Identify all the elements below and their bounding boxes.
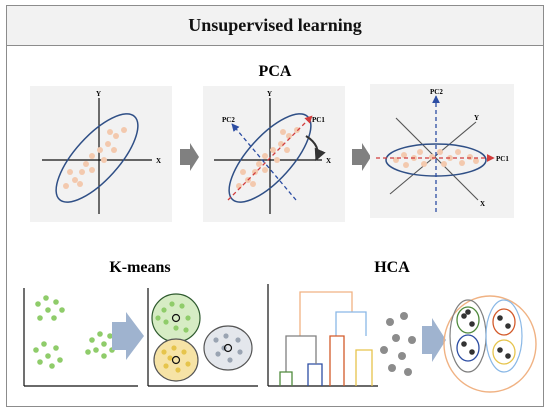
cluster-green-leaf — [456, 306, 480, 334]
pca2-pc1-label: PC1 — [312, 116, 325, 124]
cluster-lightblue-group — [485, 299, 523, 373]
cluster-navy-leaf — [456, 334, 480, 362]
pca-panel-projected: X Y PC1 PC2 — [370, 84, 514, 218]
kmeans-raw-points — [33, 295, 115, 369]
kmeans-unclustered-plot — [23, 288, 138, 387]
centroid-gold — [171, 355, 181, 365]
pca1-y-label: Y — [96, 90, 101, 98]
centroid-gray — [223, 343, 233, 353]
kmeans-clustered-plot — [147, 288, 258, 387]
cluster-gold-leaf — [492, 339, 516, 365]
pca3-rotated-x-axis — [395, 117, 479, 201]
pca1-points — [63, 127, 127, 189]
pca2-y-label: Y — [267, 90, 272, 98]
hca-nested-clusters — [443, 295, 537, 393]
pca2-x-label: X — [326, 157, 331, 165]
centroid-green — [171, 313, 181, 323]
title-bar: Unsupervised learning — [7, 6, 543, 46]
pca-heading: PCA — [259, 63, 292, 80]
right-arrow-icon — [180, 143, 199, 171]
pca1-ellipse — [55, 113, 139, 203]
kmeans-heading: K-means — [109, 259, 170, 276]
hca-raw-points — [380, 312, 416, 376]
rotate-arrow-icon — [305, 135, 326, 162]
cluster-outer-orange — [443, 295, 537, 393]
pca3-points — [393, 149, 479, 168]
right-arrow-icon — [352, 143, 371, 171]
pca2-points — [236, 127, 300, 189]
cluster-red-leaf — [492, 308, 516, 336]
pca-panel-rotation: X Y PC1 PC2 — [203, 86, 345, 222]
pca3-pc2-label: PC2 — [430, 88, 443, 96]
pca-panel-original: X Y — [30, 86, 172, 222]
pca3-x-label: X — [480, 200, 485, 208]
pca3-y-label: Y — [474, 114, 479, 122]
cluster-gold — [153, 338, 199, 382]
cluster-gray — [203, 325, 253, 371]
hca-dendrogram — [267, 284, 378, 387]
pca2-pc2-label: PC2 — [222, 116, 235, 124]
pc1-line — [227, 115, 313, 201]
figure-title: Unsupervised learning — [188, 15, 362, 35]
pc2-line — [231, 123, 297, 201]
right-arrow-icon — [422, 318, 446, 362]
hca-heading: HCA — [374, 259, 410, 276]
pca1-x-label: X — [156, 157, 161, 165]
pca3-pc1-label: PC1 — [496, 155, 509, 163]
right-arrow-icon — [112, 312, 144, 360]
